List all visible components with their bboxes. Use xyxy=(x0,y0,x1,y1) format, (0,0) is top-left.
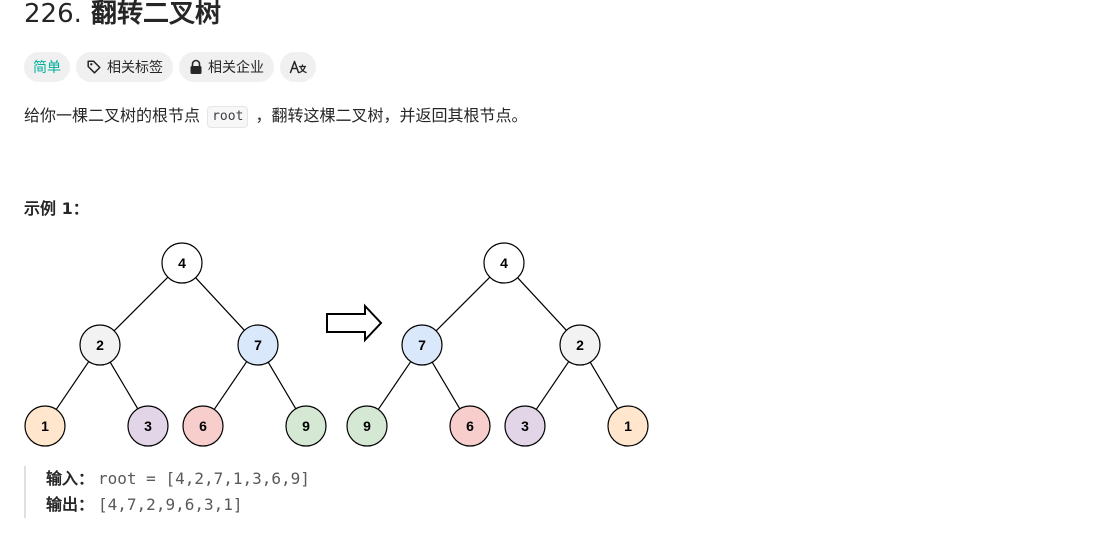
example-io: 输入： root = [4,2,7,1,3,6,9] 输出： [4,7,2,9,… xyxy=(24,466,310,518)
translate-icon xyxy=(289,59,307,75)
before-node-label-root: 4 xyxy=(178,255,186,271)
output-value: [4,7,2,9,6,3,1] xyxy=(98,495,243,514)
problem-title: 226. 翻转二叉树 xyxy=(24,0,221,34)
tree-nodes: 4 2 7 1 3 6 9 4 7 2 9 6 3 1 xyxy=(24,242,649,447)
after-node-label-root: 4 xyxy=(500,255,508,271)
after-node-left_left: 9 xyxy=(346,405,388,447)
before-node-left_right: 3 xyxy=(127,405,169,447)
before-edge-right-right_left xyxy=(213,361,248,410)
before-edge-left-left_left xyxy=(55,361,90,410)
after-node-left: 7 xyxy=(401,324,443,366)
after-node-left_right: 6 xyxy=(449,405,491,447)
after-edge-right-right_left xyxy=(535,361,570,410)
after-edge-root-right xyxy=(517,277,567,331)
tag-icon xyxy=(86,59,102,75)
before-node-label-left: 2 xyxy=(96,337,104,353)
inline-code-root: root xyxy=(207,106,249,128)
related-companies-label: 相关企业 xyxy=(208,60,264,76)
after-node-label-right_left: 3 xyxy=(521,418,529,434)
example-output: 输出： [4,7,2,9,6,3,1] xyxy=(46,492,310,518)
before-node-label-right_left: 6 xyxy=(199,418,207,434)
problem-description: 给你一棵二叉树的根节点 root ，翻转这棵二叉树，并返回其根节点。 xyxy=(24,104,528,128)
before-node-left: 2 xyxy=(79,324,121,366)
before-node-label-right: 7 xyxy=(254,337,262,353)
before-node-right_right: 9 xyxy=(285,405,327,447)
after-node-circle-right_left xyxy=(504,405,546,447)
before-node-right_left: 6 xyxy=(182,405,224,447)
before-edge-right-right_right xyxy=(267,361,297,410)
related-companies-button[interactable]: 相关企业 xyxy=(179,52,274,82)
before-edge-root-left xyxy=(113,276,169,332)
tag-bar: 简单 相关标签 相关企业 xyxy=(24,52,316,82)
after-node-label-right: 2 xyxy=(576,337,584,353)
input-label: 输入： xyxy=(46,469,95,488)
before-node-root: 4 xyxy=(161,242,203,284)
after-edge-right-right_right xyxy=(589,361,619,410)
lock-icon xyxy=(189,59,203,75)
after-edge-left-left_left xyxy=(377,361,412,410)
example-title: 示例 1： xyxy=(24,199,89,218)
example-input: 输入： root = [4,2,7,1,3,6,9] xyxy=(46,466,310,492)
after-node-circle-left_left xyxy=(346,405,388,447)
description-text-before: 给你一棵二叉树的根节点 xyxy=(24,106,201,125)
arrow-icon xyxy=(326,303,383,343)
before-node-circle-right_right xyxy=(285,405,327,447)
after-node-label-left: 7 xyxy=(418,337,426,353)
related-topics-button[interactable]: 相关标签 xyxy=(76,52,173,82)
problem-name: 翻转二叉树 xyxy=(90,0,221,29)
problem-number: 226. xyxy=(24,0,82,29)
before-node-right: 7 xyxy=(237,324,279,366)
before-node-circle-left_right xyxy=(127,405,169,447)
after-edge-left-left_right xyxy=(431,361,461,410)
translate-button[interactable] xyxy=(280,52,316,82)
invert-tree-diagram: 4 2 7 1 3 6 9 4 7 2 9 6 3 1 xyxy=(24,242,649,447)
before-node-left_left: 1 xyxy=(24,405,66,447)
tree-edges xyxy=(55,276,619,410)
before-node-label-left_right: 3 xyxy=(144,418,152,434)
after-node-circle-right_right xyxy=(607,405,649,447)
before-node-circle-root xyxy=(161,242,203,284)
after-node-label-left_right: 6 xyxy=(466,418,474,434)
before-node-label-left_left: 1 xyxy=(41,418,49,434)
after-node-circle-left xyxy=(401,324,443,366)
description-text-after: ，翻转这棵二叉树，并返回其根节点。 xyxy=(255,106,528,125)
before-edge-root-right xyxy=(195,277,245,331)
after-node-circle-root xyxy=(483,242,525,284)
after-node-circle-left_right xyxy=(449,405,491,447)
before-node-circle-left xyxy=(79,324,121,366)
after-node-right: 2 xyxy=(559,324,601,366)
after-node-label-left_left: 9 xyxy=(363,418,371,434)
before-node-circle-left_left xyxy=(24,405,66,447)
after-node-circle-right xyxy=(559,324,601,366)
after-edge-root-left xyxy=(435,276,491,332)
after-node-right_right: 1 xyxy=(607,405,649,447)
after-node-label-right_right: 1 xyxy=(624,418,632,434)
before-edge-left-left_right xyxy=(109,361,139,410)
before-node-circle-right_left xyxy=(182,405,224,447)
input-value: root = [4,2,7,1,3,6,9] xyxy=(98,469,310,488)
after-node-right_left: 3 xyxy=(504,405,546,447)
output-label: 输出： xyxy=(46,495,95,514)
before-node-circle-right xyxy=(237,324,279,366)
after-node-root: 4 xyxy=(483,242,525,284)
related-topics-label: 相关标签 xyxy=(107,60,163,76)
difficulty-label: 简单 xyxy=(33,60,61,76)
before-node-label-right_right: 9 xyxy=(302,418,310,434)
difficulty-badge[interactable]: 简单 xyxy=(24,52,70,82)
